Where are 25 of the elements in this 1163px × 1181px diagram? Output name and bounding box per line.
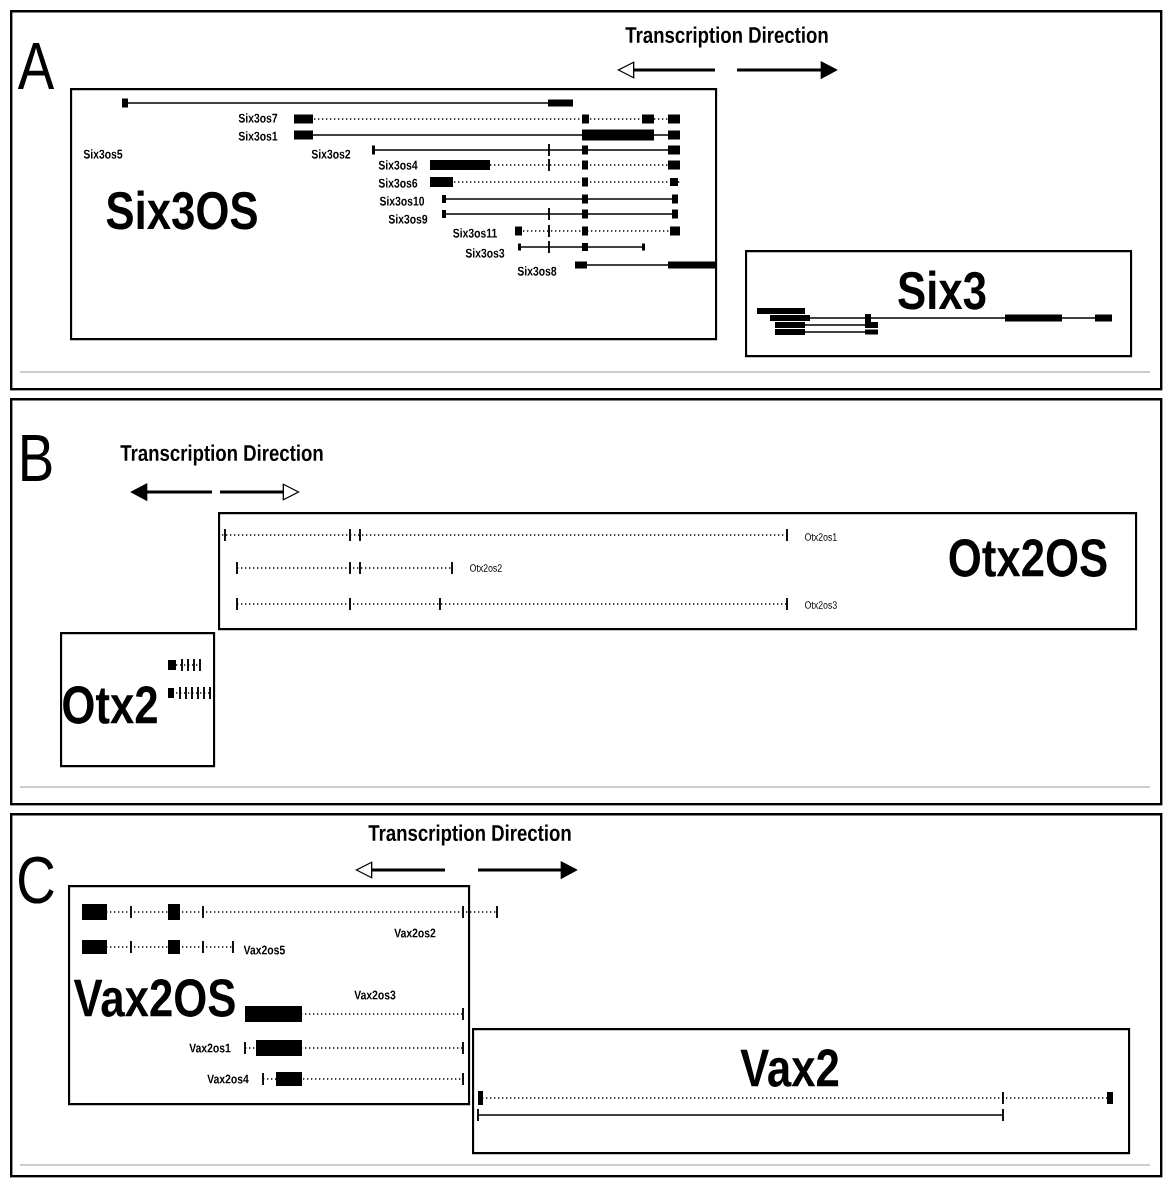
direction-title: Transcription Direction <box>368 824 571 846</box>
transcript-label: Vax2os5 <box>243 945 285 955</box>
transcript-label: Vax2os2 <box>394 928 436 938</box>
transcript-label: Otx2os2 <box>470 564 502 572</box>
transcript-label: Six3os5 <box>83 149 123 159</box>
gene-box: Otx2 <box>60 632 216 768</box>
transcript-label: Six3os1 <box>238 131 278 141</box>
transcript-label: Vax2os4 <box>207 1074 249 1084</box>
transcript-label: Six3os7 <box>238 113 278 123</box>
transcript-label: Otx2os3 <box>805 601 837 609</box>
transcript-label: Six3os9 <box>388 214 428 224</box>
gene-box: Vax2 <box>472 1028 1131 1155</box>
transcript-label: Six3os3 <box>465 248 505 258</box>
transcript-label: Otx2os1 <box>805 533 837 541</box>
direction-title: Transcription Direction <box>625 26 828 48</box>
transcript-label: Vax2os1 <box>189 1043 231 1053</box>
transcript-label: Six3os8 <box>517 266 557 276</box>
gene-box: Six3 <box>745 250 1133 358</box>
transcript-label: Six3os11 <box>453 228 497 238</box>
transcript-label: Six3os4 <box>378 160 418 170</box>
transcript-label: Six3os2 <box>311 149 351 159</box>
transcript-label: Six3os6 <box>378 178 418 188</box>
transcript-label: Vax2os3 <box>354 990 396 1000</box>
direction-title: Transcription Direction <box>120 444 323 466</box>
transcript-label: Six3os10 <box>379 196 425 206</box>
